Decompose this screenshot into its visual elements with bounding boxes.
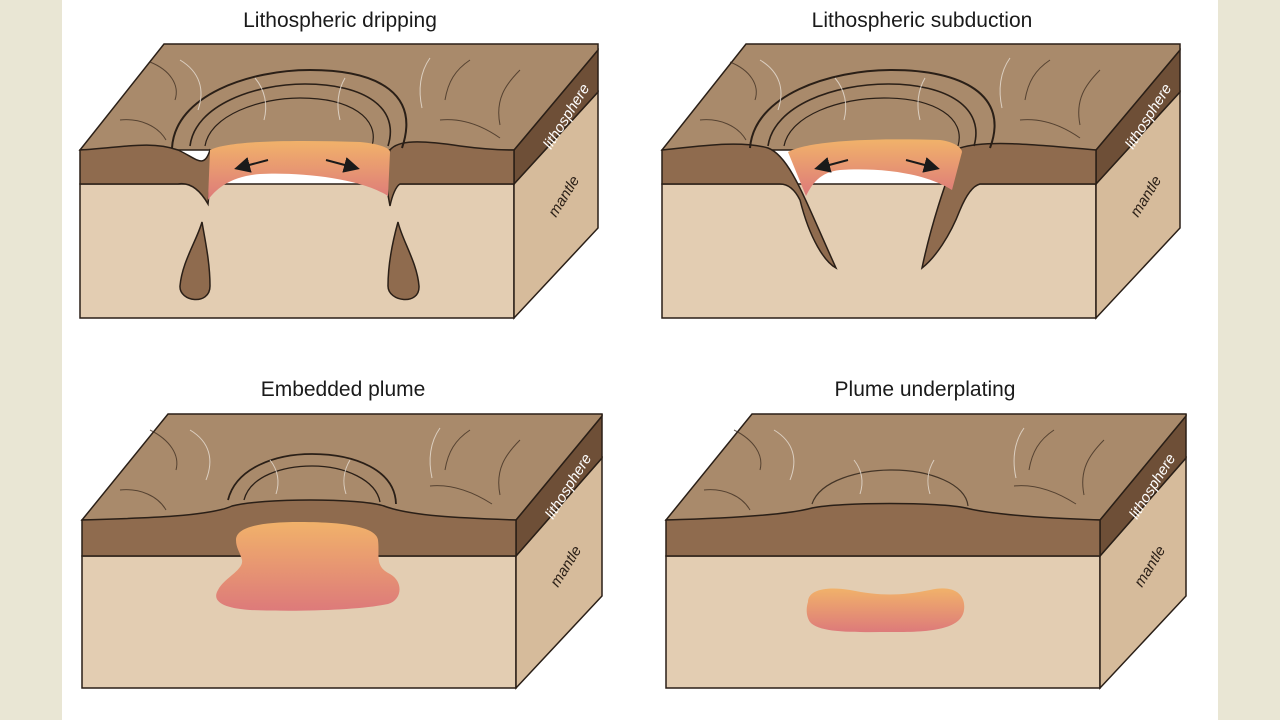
plume: [788, 139, 962, 196]
panel-title-embedded-plume: Embedded plume: [260, 378, 426, 401]
top-surface: [78, 43, 599, 151]
lithosphere-front-face: [665, 502, 1101, 557]
plume: [216, 522, 400, 611]
panel-subduction: lithosphere mantle: [660, 43, 1181, 320]
plume: [208, 140, 390, 200]
flow-arrow-left: [234, 157, 269, 173]
subducting-slab-right: [920, 142, 1097, 270]
panel-plume-underplating: lithosphere mantle: [664, 413, 1187, 690]
panel-embedded-plume: lithosphere mantle: [80, 413, 603, 690]
panel-dripping: lithosphere mantle: [78, 43, 599, 320]
top-surface: [660, 43, 1181, 151]
lithosphere-drip-left: [179, 221, 211, 301]
mantle-front-face: [79, 183, 515, 319]
subducting-slab-left: [661, 143, 838, 270]
flow-arrow-right: [905, 157, 940, 173]
panel-title-subduction: Lithospheric subduction: [811, 9, 1033, 32]
lithosphere-drip-right: [387, 221, 420, 301]
panel-title-plume-underplating: Plume underplating: [834, 378, 1016, 401]
depression-ring: [171, 68, 408, 149]
flow-arrow-right: [325, 157, 360, 173]
panel-title-dripping: Lithospheric dripping: [243, 9, 437, 32]
mantle-front-face: [661, 183, 1097, 319]
flow-arrow-left: [814, 157, 849, 173]
plume: [806, 588, 965, 633]
